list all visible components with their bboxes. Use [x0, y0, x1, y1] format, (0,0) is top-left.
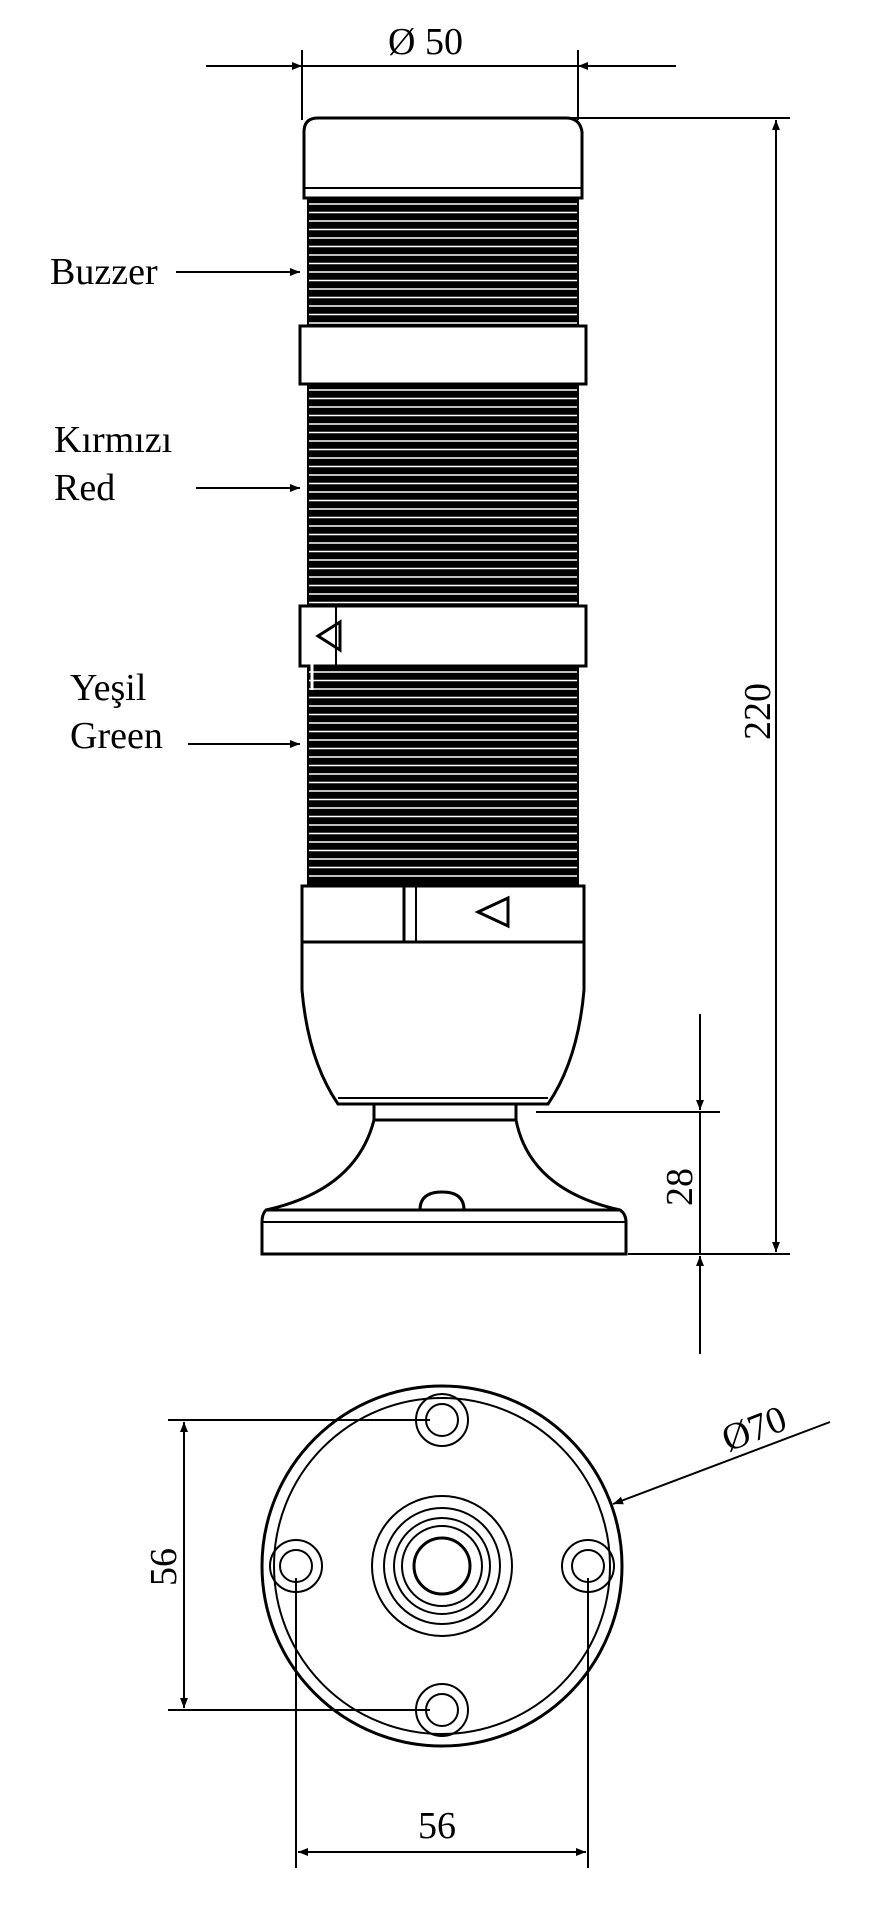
height-label: 220	[737, 683, 779, 740]
height-dimension: 220	[570, 117, 790, 1255]
buzzer-ribs	[309, 203, 577, 324]
hole-spacing-vertical-label: 56	[143, 1548, 185, 1586]
ring-1	[298, 324, 588, 386]
center-boss	[371, 1495, 513, 1637]
green-label-en: Green	[70, 715, 163, 757]
hole-spacing-horizontal-label: 56	[418, 1805, 456, 1847]
base-body	[300, 940, 586, 1106]
base-height-label: 28	[659, 1168, 701, 1206]
hole-spacing-vertical-dimension: 56	[143, 1419, 430, 1711]
triangle-marker-icon	[474, 895, 510, 929]
green-ribs	[309, 671, 577, 877]
ring-2	[298, 604, 588, 668]
green-label-tr: Yeşil	[70, 667, 146, 709]
buzzer-module	[307, 198, 579, 326]
mounting-holes	[269, 1393, 615, 1737]
top-diameter-dimension: Ø 50	[206, 21, 676, 120]
red-ribs	[309, 389, 577, 604]
buzzer-label: Buzzer	[50, 251, 158, 293]
top-diameter-label: Ø 50	[388, 21, 463, 63]
triangle-marker-icon	[315, 619, 342, 653]
red-label-tr: Kırmızı	[54, 419, 172, 461]
base-diameter-dimension: Ø70	[612, 1398, 831, 1505]
red-module	[307, 384, 579, 606]
bottom-view: 56 56 Ø70	[143, 1384, 831, 1868]
red-label-en: Red	[54, 467, 115, 509]
label-leaders	[176, 268, 300, 748]
base-diameter-label: Ø70	[716, 1398, 792, 1461]
top-cap	[302, 116, 584, 200]
mounting-flange	[260, 1102, 628, 1256]
hole-spacing-horizontal-dimension: 56	[295, 1578, 589, 1868]
green-module	[307, 662, 579, 886]
base-height-dimension: 28	[536, 1014, 720, 1354]
side-view: Buzzer Kırmızı Red Yeşil Green Ø 50 220	[50, 21, 790, 1354]
